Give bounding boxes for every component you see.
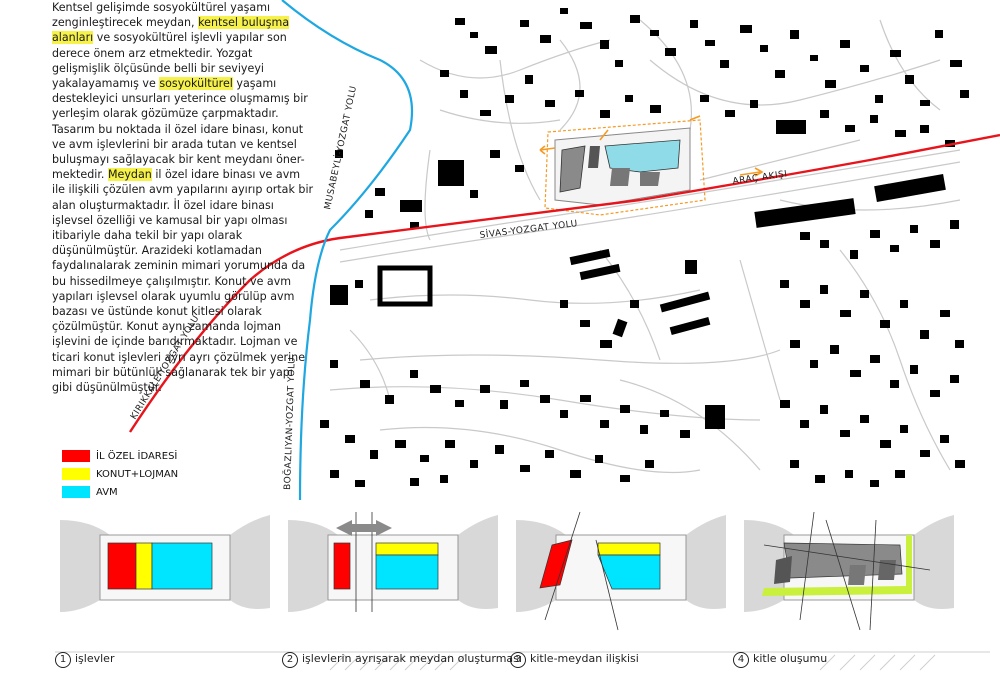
step-label: kitle oluşumu <box>753 652 828 665</box>
text-part-3: yaşamı destekleyici unsurları yeterince … <box>52 77 308 182</box>
step-2: 2 işlevlerin ayrışarak meydan oluşturması <box>282 652 522 668</box>
step-number: 1 <box>55 652 71 668</box>
text-part-2: ve sosyokültürel işlevli yapılar son der… <box>52 31 287 91</box>
step-number: 4 <box>733 652 749 668</box>
legend-label: KONUT+LOJMAN <box>96 469 179 480</box>
step-label: kitle-meydan ilişkisi <box>530 652 639 665</box>
legend-swatch-red <box>62 450 90 462</box>
step-1: 1 işlevler <box>55 652 114 668</box>
buildings-group <box>320 8 969 487</box>
diagram-3 <box>516 511 726 631</box>
step-label: işlevler <box>75 652 115 665</box>
legend-item-il-ozel: İL ÖZEL İDARESİ <box>62 450 177 462</box>
text-part-4: il özel idare binası ve avm ile ilişkili… <box>52 168 314 395</box>
musabeyli-road <box>281 0 414 501</box>
diagram-2 <box>288 512 498 612</box>
text-part-1: Kentsel gelişimde sosyokültürel yaşamı z… <box>52 1 271 30</box>
description-text: Kentsel gelişimde sosyokültürel yaşamı z… <box>52 0 352 395</box>
legend-label: AVM <box>96 487 118 498</box>
legend-label: İL ÖZEL İDARESİ <box>96 451 178 462</box>
project-site <box>544 119 706 216</box>
step-label: işlevlerin ayrışarak meydan oluşturması <box>302 652 522 665</box>
traffic-arrows <box>539 115 764 177</box>
street-network <box>329 19 961 474</box>
sivas-yozgat-road <box>128 133 1000 433</box>
step-number: 2 <box>282 652 298 668</box>
diagram-strip <box>60 511 954 631</box>
step-3: 3 kitle-meydan ilişkisi <box>510 652 639 668</box>
legend-swatch-cyan <box>62 486 90 498</box>
legend-swatch-yellow <box>62 468 90 480</box>
road-label-sivas: SİVAS-YOZGAT YOLU <box>479 218 578 241</box>
step-4: 4 kitle oluşumu <box>733 652 827 668</box>
hatch-decoration <box>329 654 936 671</box>
diagram-1 <box>60 515 270 612</box>
diagram-4 <box>744 511 954 631</box>
step-number: 3 <box>510 652 526 668</box>
highlight-meydan: Meydan <box>107 168 152 182</box>
highlight-sosyokulturel: sosyokültürel <box>159 77 233 91</box>
road-label-arac-akisi: ARAÇ AKIŞI <box>732 169 788 187</box>
legend-item-konut: KONUT+LOJMAN <box>62 468 178 480</box>
legend-item-avm: AVM <box>62 486 118 498</box>
